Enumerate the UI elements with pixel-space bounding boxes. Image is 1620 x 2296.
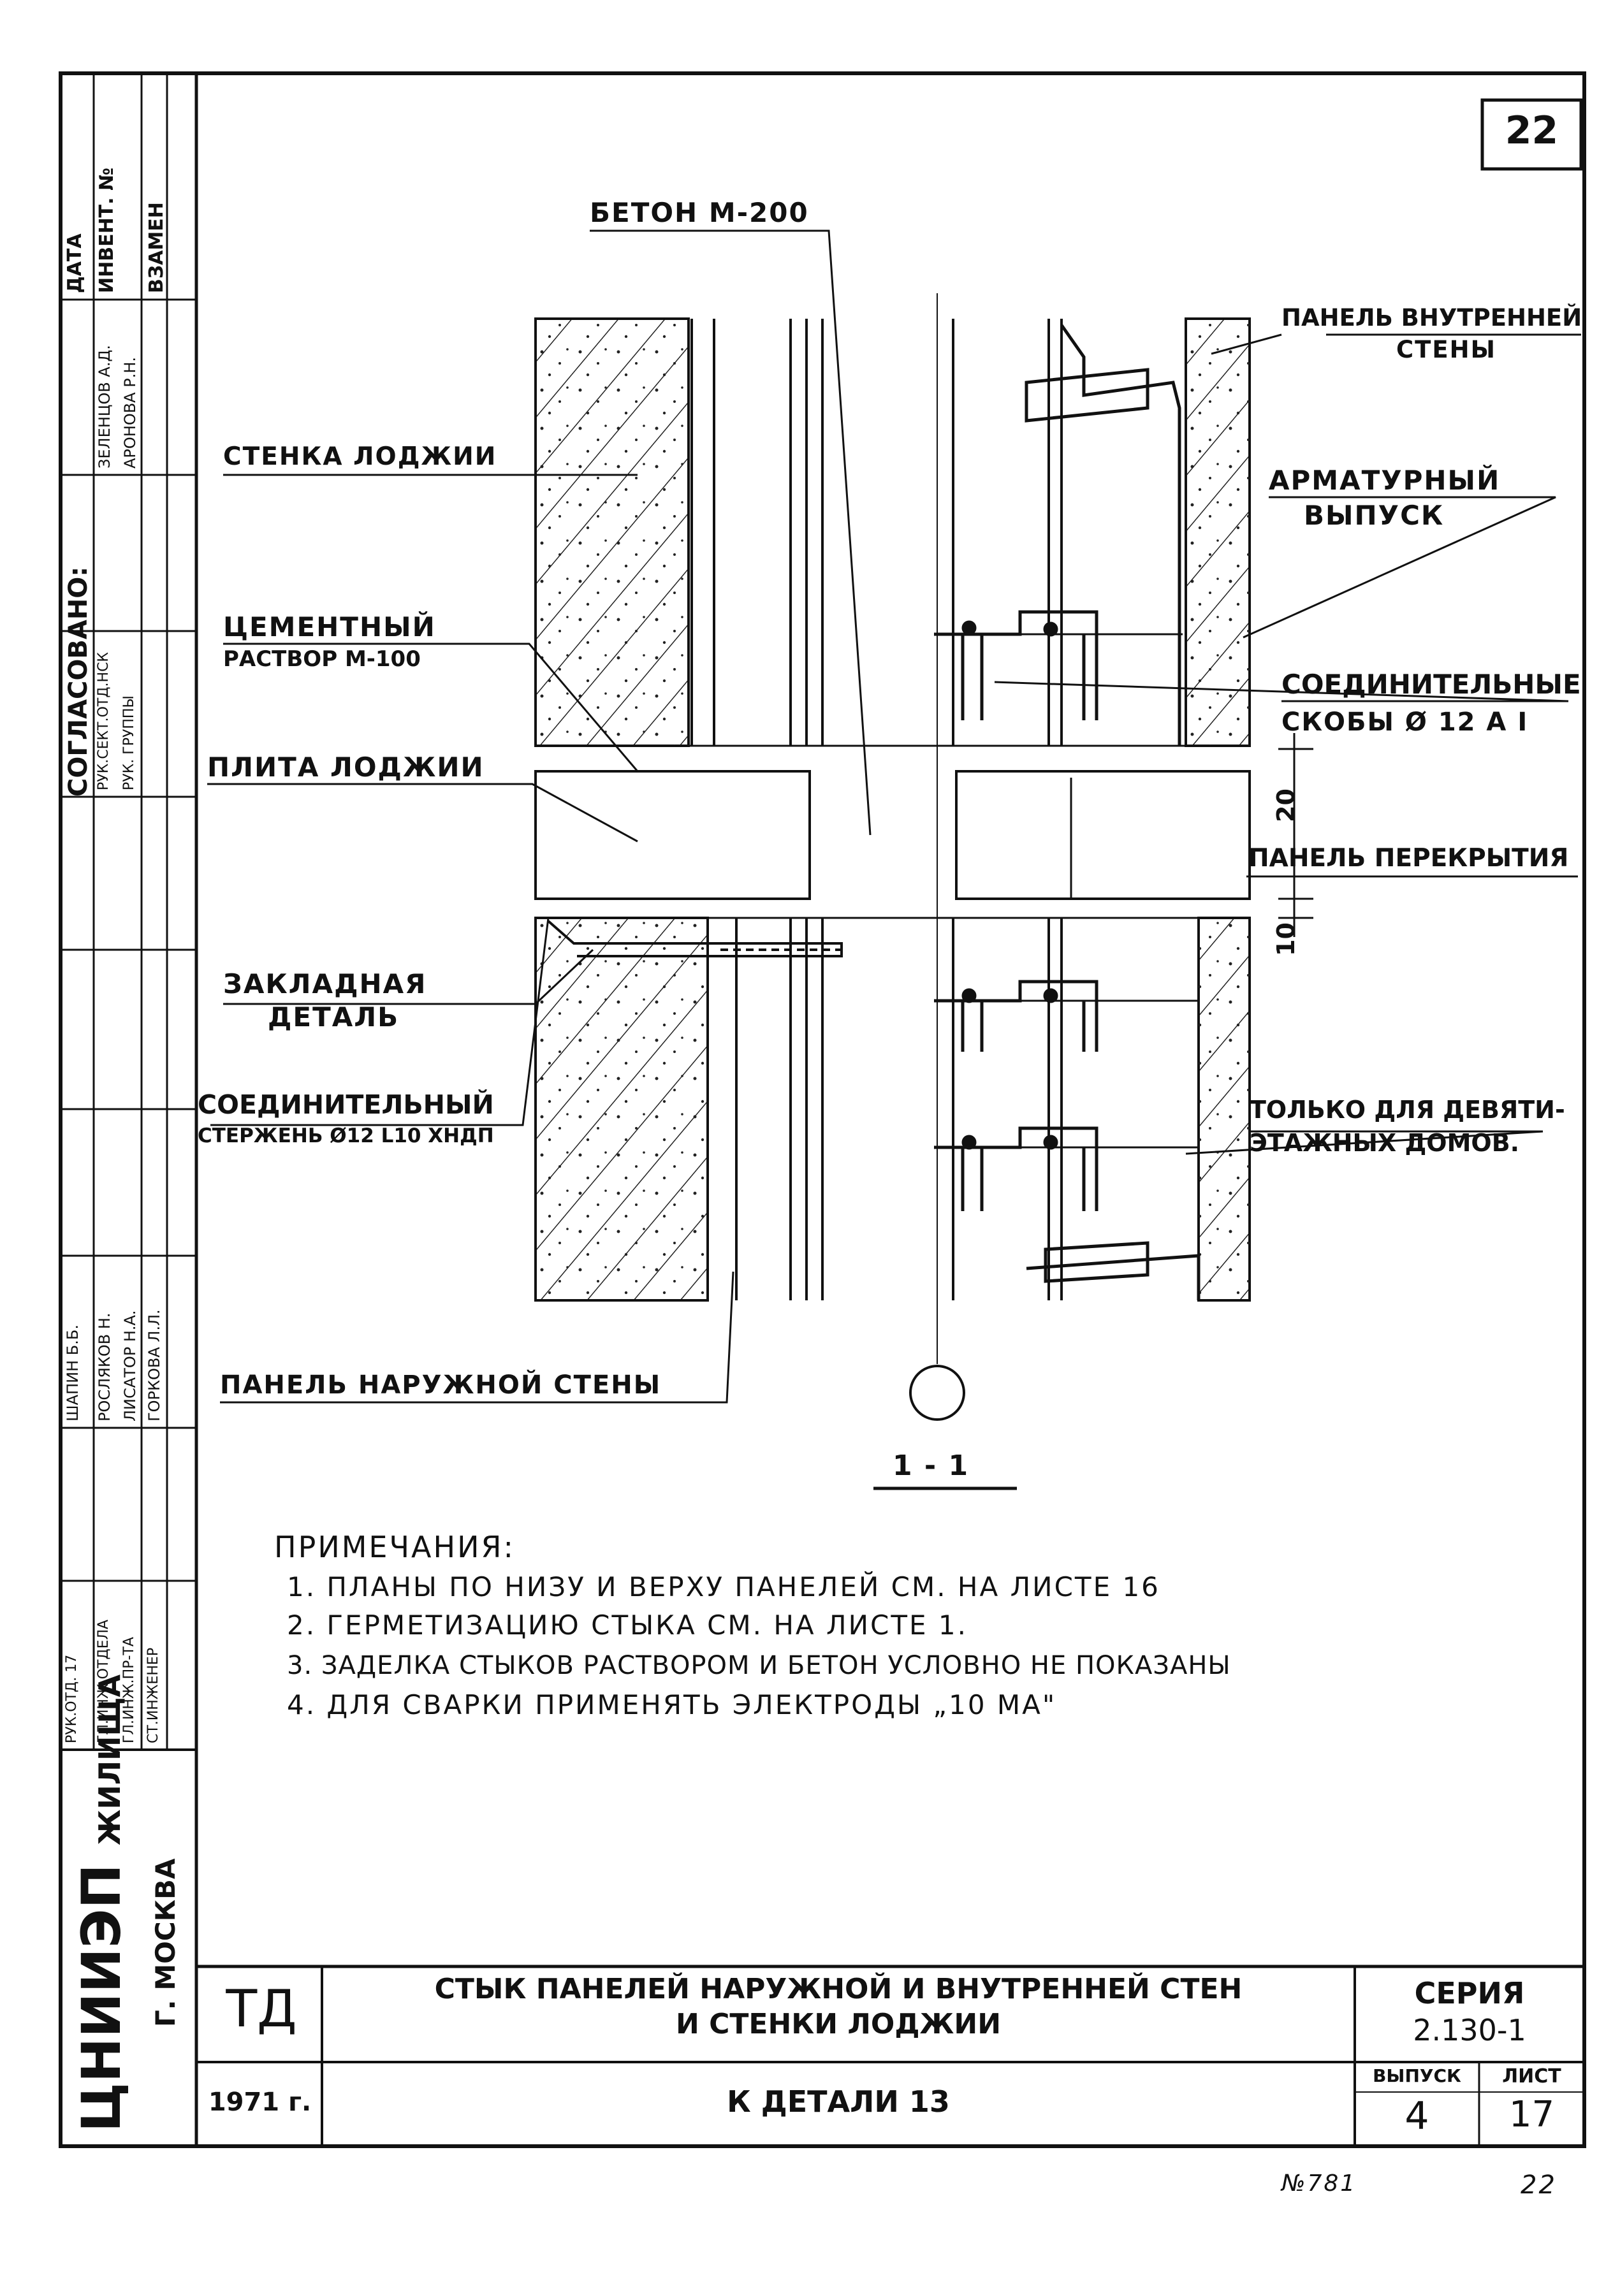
stamp-detail-ref: К ДЕТАЛИ 13 [727,2084,950,2119]
signer-name: ГОРКОВА Л.Л. [145,1309,163,1421]
label-embedded-part: ЗАКЛАДНАЯ [223,968,427,999]
note-item: 3. ЗАДЕЛКА СТЫКОВ РАСТВОРОМ И БЕТОН УСЛО… [287,1651,1231,1680]
stamp-title-line-1: СТЫК ПАНЕЛЕЙ НАРУЖНОЙ И ВНУТРЕННЕЙ СТЕН [434,1973,1243,2005]
label-embedded-part-2: ДЕТАЛЬ [268,1001,400,1033]
label-nine-storey-2: ЭТАЖНЫХ ДОМОВ. [1250,1129,1520,1157]
floor-panel [955,770,1251,900]
label-nine-storey: ТОЛЬКО ДЛЯ ДЕВЯТИ- [1250,1096,1565,1124]
note-item: 1. ПЛАНЫ ПО НИЗУ И ВЕРХУ ПАНЕЛЕЙ СМ. НА … [287,1571,1160,1602]
stamp-vypusk-label: ВЫПУСК [1373,2065,1461,2086]
page-number-handwritten: 22 [1521,2170,1557,2200]
label-connecting-rod: СОЕДИНИТЕЛЬНЫЙ [198,1089,494,1120]
label-loggia-wall: СТЕНКА ЛОДЖИИ [223,442,497,471]
label-cement-mortar: ЦЕМЕНТНЫЙ [223,611,436,643]
section-marker [873,1365,1017,1490]
dimension-20: 20 [1272,788,1300,822]
label-inner-panel: ПАНЕЛЬ ВНУТРЕННЕЙ [1281,304,1582,331]
col-replaces: ВЗАМЕН [145,202,168,293]
label-connecting-brackets: СОЕДИНИТЕЛЬНЫЕ [1281,669,1581,700]
stamp-list-value: 17 [1508,2094,1555,2135]
signer-name: ЛИСАТОР Н.А. [121,1310,139,1421]
archive-number: №781 [1281,2170,1357,2197]
loggia-slab [534,770,811,900]
sheet-number: 22 [1505,108,1559,153]
stamp-seria-label: СЕРИЯ [1414,1976,1525,2010]
signer-role: ГЛ.ИНЖ.ПР-ТА [121,1637,137,1743]
stamp-vypusk-value: 4 [1405,2094,1429,2139]
label-connecting-rod-2: СТЕРЖЕНЬ Ø12 L10 ХНДП [198,1124,494,1147]
stamp-list-label: ЛИСТ [1502,2065,1561,2088]
stamp-year: 1971 г. [208,2088,312,2117]
inner-wall-lower [1197,917,1251,1302]
leader-lines [207,229,1581,1404]
inner-panel-outline [1025,324,1200,1300]
embedded-part [547,920,843,957]
section-label: 1 - 1 [893,1450,970,1482]
agreed-role: РУК. ГРУППЫ [121,695,137,790]
signer-role: ГЛ.ИНЖ.ОТДЕЛА [96,1619,112,1743]
stamp-title-line-2: И СТЕНКИ ЛОДЖИИ [675,2008,1002,2040]
inner-wall-upper [1185,317,1251,747]
label-rebar-outlet: АРМАТУРНЫЙ [1269,465,1501,496]
label-concrete-m200: БЕТОН М-200 [590,197,809,228]
signer-role: СТ.ИНЖЕНЕР [145,1647,161,1743]
label-cement-mortar-2: РАСТВОР М-100 [223,646,421,672]
org-abbrev: ЦНИИЭП [70,1864,133,2132]
signer-name: ШАПИН Б.Б. [64,1325,82,1421]
note-item: 4. ДЛЯ СВАРКИ ПРИМЕНЯТЬ ЭЛЕКТРОДЫ „10 МА… [287,1689,1057,1720]
label-connecting-brackets-2: СКОБЫ Ø 12 А I [1281,708,1529,737]
col-inventory: ИНВЕНТ. № [96,167,118,293]
title-block [196,1965,1584,2146]
notes-title: ПРИМЕЧАНИЯ: [274,1530,515,1564]
dimension-10: 10 [1272,922,1300,956]
outer-wall-upper [534,317,690,747]
loggia-wall-lines [690,293,1063,1364]
agreed-name: АРОНОВА Р.Н. [121,356,139,469]
agreed-header: СОГЛАСОВАНО: [64,566,93,797]
stamp-td: ТД [226,1979,297,2038]
sheet-frame [59,71,1586,2148]
stamp-seria-value: 2.130-1 [1413,2013,1526,2047]
label-inner-panel-2: СТЕНЫ [1396,336,1496,363]
label-loggia-slab: ПЛИТА ЛОДЖИИ [207,752,485,783]
agreed-name: ЗЕЛЕНЦОВ А.Д. [96,345,113,469]
outer-wall-lower [534,917,709,1302]
note-item: 2. ГЕРМЕТИЗАЦИЮ СТЫКА СМ. НА ЛИСТЕ 1. [287,1609,968,1641]
signer-name: РОСЛЯКОВ Н. [96,1312,113,1421]
slab-lines [536,745,1250,919]
col-date: ДАТА [64,233,86,293]
connecting-brackets [934,610,1199,1211]
label-floor-panel: ПАНЕЛЬ ПЕРЕКРЫТИЯ [1248,844,1569,873]
label-rebar-outlet-2: ВЫПУСК [1304,500,1445,531]
dimension-marks [1278,733,1313,937]
agreed-role: РУК.СЕКТ.ОТД.НСК [96,651,112,790]
signer-role: РУК.ОТД. 17 [64,1654,80,1743]
org-city: Г. МОСКВА [150,1858,181,2027]
label-outer-wall-panel: ПАНЕЛЬ НАРУЖНОЙ СТЕНЫ [220,1370,662,1400]
